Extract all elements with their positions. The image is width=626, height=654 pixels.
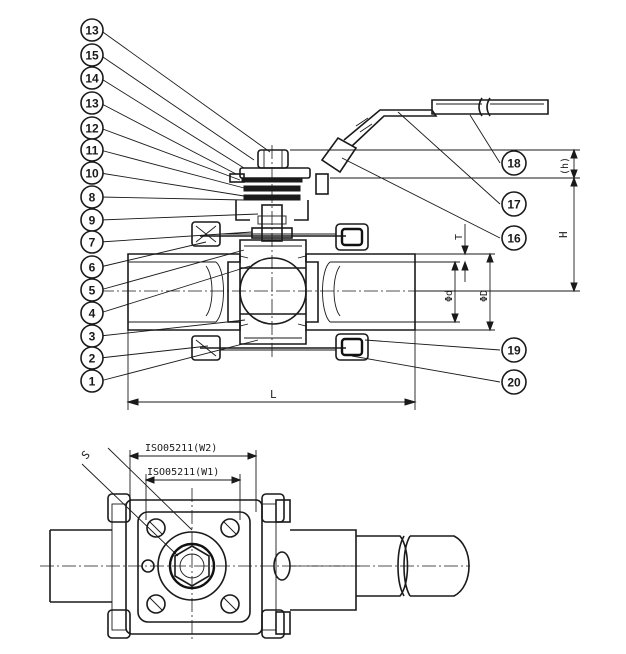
callout-circle (80, 161, 104, 185)
callout-balloon: 8 (80, 185, 104, 209)
plan-left-stub (49, 529, 112, 603)
callout-circle (501, 337, 527, 363)
callout-balloon: 6 (80, 255, 104, 279)
callout-balloon: 18 (501, 150, 527, 176)
callout-balloon: 15 (80, 43, 104, 67)
iso-w2-label: ISO05211(W2) (145, 443, 217, 454)
callout-number: 19 (507, 344, 521, 358)
plan-stem-nut (141, 531, 227, 601)
callout-balloon: 13 (80, 18, 104, 42)
callout-balloon: 7 (80, 230, 104, 254)
callout-number: 14 (85, 72, 99, 86)
plan-bolts (107, 493, 291, 639)
callout-circle (80, 255, 104, 279)
callout-circle (501, 225, 527, 251)
callout-balloon: 11 (80, 138, 104, 162)
callout-number: 18 (507, 157, 521, 171)
callout-circle (80, 18, 104, 42)
valve-plan-view: ISO05211(W2) ISO05211(W1) S (40, 443, 470, 640)
callout-balloon: 13 (80, 91, 104, 115)
callout-circle (501, 369, 527, 395)
right-end-cap (305, 253, 416, 331)
callout-balloon: 2 (80, 346, 104, 370)
callout-balloon: 16 (501, 225, 527, 251)
callout-balloon: 12 (80, 116, 104, 140)
dim-thread: T (454, 234, 465, 240)
callout-circle (80, 91, 104, 115)
callout-balloon: 1 (80, 369, 104, 393)
part-callouts-right: 18 17 16 19 20 (501, 150, 527, 395)
callout-circle (80, 138, 104, 162)
lever-handle (320, 97, 549, 174)
callout-number: 10 (85, 167, 99, 181)
callout-number: 7 (89, 236, 96, 250)
callout-circle (80, 66, 104, 90)
callout-number: 11 (86, 144, 99, 158)
valve-body (200, 235, 346, 349)
callout-circle (80, 346, 104, 370)
callout-number: 12 (85, 122, 99, 136)
callout-number: 16 (507, 232, 521, 246)
callout-number: 13 (85, 24, 99, 38)
callout-circle (80, 230, 104, 254)
dimension-lines (126, 148, 580, 410)
callout-circle (501, 191, 527, 217)
callout-number: 20 (507, 376, 521, 390)
callout-circle (80, 369, 104, 393)
callout-circle (80, 278, 104, 302)
callout-balloon: 3 (80, 324, 104, 348)
stem-assembly (235, 177, 309, 242)
iso-w1-label: ISO05211(W1) (147, 467, 219, 478)
callout-number: 2 (89, 352, 96, 366)
callout-circle (501, 150, 527, 176)
callout-number: 3 (89, 330, 96, 344)
plan-lever-handle (273, 529, 470, 611)
leader-lines-left (99, 29, 271, 382)
callout-circle (80, 301, 104, 325)
leader-lines-right (341, 111, 501, 383)
part-callouts-left: 13 15 14 13 12 11 10 8 9 7 6 5 4 3 2 1 (80, 18, 104, 393)
callout-balloon: 17 (501, 191, 527, 217)
callout-balloon: 9 (80, 208, 104, 232)
callout-circle (80, 185, 104, 209)
callout-balloon: 20 (501, 369, 527, 395)
callout-number: 6 (89, 261, 96, 275)
dim-wrench: S (79, 448, 93, 462)
callout-number: 4 (89, 307, 96, 321)
callout-number: 17 (507, 198, 521, 212)
callout-balloon: 5 (80, 278, 104, 302)
dim-height: H (557, 231, 570, 238)
callout-number: 9 (89, 214, 96, 228)
callout-number: 1 (89, 375, 96, 389)
callout-number: 5 (89, 284, 96, 298)
callout-number: 13 (85, 97, 99, 111)
callout-balloon: 19 (501, 337, 527, 363)
callout-circle (80, 43, 104, 67)
callout-balloon: 10 (80, 161, 104, 185)
plan-body (111, 499, 277, 635)
dim-bore-small: Φd (444, 290, 455, 302)
callout-balloon: 14 (80, 66, 104, 90)
callout-number: 8 (89, 191, 96, 205)
dim-length: L (270, 388, 277, 401)
valve-section-view: L H (h) T Φd ΦD 13151413121110897654321 … (80, 18, 580, 410)
dim-head: (h) (560, 157, 571, 175)
handle-nut (229, 149, 329, 195)
callout-number: 15 (85, 49, 99, 63)
callout-balloon: 4 (80, 301, 104, 325)
left-end-cap (127, 253, 241, 331)
ball (239, 255, 307, 327)
dim-bore-large: ΦD (479, 290, 490, 302)
